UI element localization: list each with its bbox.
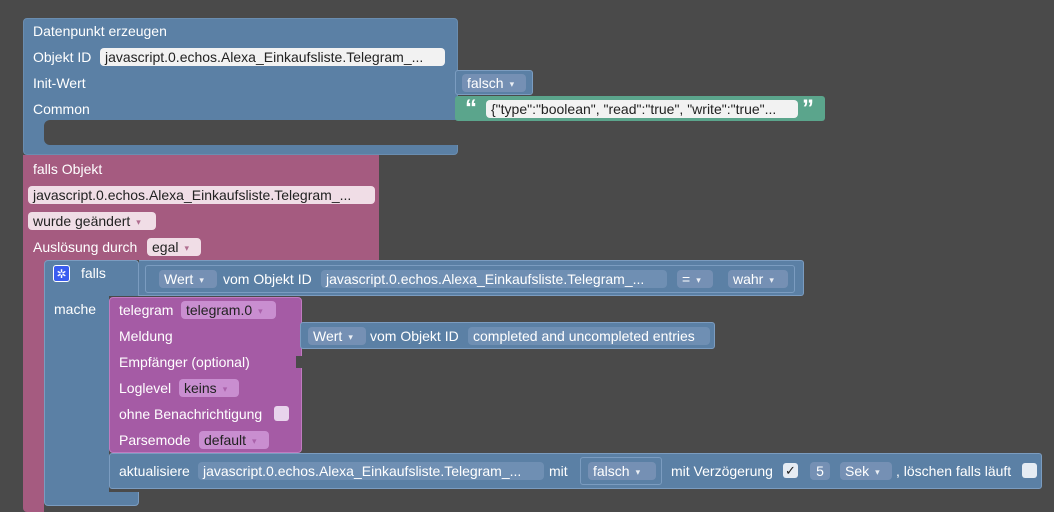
trigger-by-label: Auslösung durch [33, 239, 138, 255]
parsemode-dropdown[interactable]: default ▾ [199, 431, 269, 449]
chevron-down-icon: ▾ [875, 467, 880, 477]
init-value-text: falsch [467, 75, 504, 91]
message-from-label: vom Objekt ID [370, 328, 459, 344]
delay-checkbox[interactable]: ✓ [783, 463, 798, 478]
message-object-id-field[interactable]: completed and uncompleted entries [468, 327, 710, 345]
open-quote-icon: “ [465, 95, 477, 122]
update-object-id-field[interactable]: javascript.0.echos.Alexa_Einkaufsliste.T… [198, 462, 544, 480]
if-label: falls [81, 265, 106, 281]
trigger-by-text: egal [152, 239, 179, 255]
loglevel-dropdown[interactable]: keins ▾ [179, 379, 239, 397]
create-state-title: Datenpunkt erzeugen [33, 23, 167, 39]
delay-amount-field[interactable]: 5 [810, 462, 830, 480]
chevron-down-icon: ▾ [509, 79, 515, 89]
parsemode-text: default [204, 432, 247, 448]
chevron-down-icon: ▾ [136, 217, 141, 227]
chevron-down-icon: ▾ [252, 436, 257, 446]
object-id-label: Objekt ID [33, 49, 92, 65]
chevron-down-icon: ▾ [348, 332, 353, 342]
delay-unit-text: Sek [845, 463, 870, 479]
common-text-field[interactable]: {"type":"boolean", "read":"true", "write… [486, 100, 798, 118]
trigger-condition-text: wurde geändert [33, 213, 131, 229]
telegram-block[interactable] [109, 297, 302, 453]
operator-dropdown[interactable]: =▾ [677, 270, 713, 288]
message-value-type-dropdown[interactable]: Wert ▾ [308, 327, 366, 345]
clear-running-checkbox[interactable] [1022, 463, 1037, 478]
clear-running-label: , löschen falls läuft [896, 463, 1012, 479]
trigger-by-dropdown[interactable]: egal ▾ [147, 238, 201, 256]
common-label: Common [33, 101, 90, 117]
message-label: Meldung [119, 328, 173, 344]
from-object-label: vom Objekt ID [223, 271, 312, 287]
trigger-object-id-field[interactable]: javascript.0.echos.Alexa_Einkaufsliste.T… [28, 186, 375, 204]
chevron-down-icon: ▾ [769, 275, 774, 285]
value-type-text: Wert [164, 271, 194, 287]
operator-text: = [682, 271, 691, 287]
close-quote-icon: ” [802, 95, 814, 122]
chevron-down-icon: ▾ [222, 384, 228, 394]
chevron-down-icon: ▾ [696, 275, 701, 285]
message-value-type-text: Wert [313, 328, 343, 344]
loglevel-text: keins [184, 380, 217, 396]
update-with-label: mit [549, 463, 568, 479]
object-id-field[interactable]: javascript.0.echos.Alexa_Einkaufsliste.T… [100, 48, 445, 66]
do-label: mache [54, 301, 97, 317]
init-value-label: Init-Wert [33, 75, 86, 91]
gear-icon[interactable]: ✲ [53, 265, 70, 282]
loglevel-label: Loglevel [119, 380, 172, 396]
update-value-dropdown[interactable]: falsch ▾ [588, 462, 656, 480]
silent-label: ohne Benachrichtigung [119, 406, 263, 422]
chevron-down-icon: ▾ [635, 467, 641, 477]
silent-checkbox[interactable] [274, 406, 289, 421]
init-value-dropdown[interactable]: falsch ▾ [462, 74, 526, 92]
compare-value-dropdown[interactable]: wahr ▾ [728, 270, 788, 288]
chevron-down-icon: ▾ [184, 243, 189, 253]
chevron-down-icon: ▾ [199, 275, 204, 285]
create-state-statement-slot [44, 120, 458, 145]
value-type-dropdown[interactable]: Wert ▾ [159, 270, 217, 288]
telegram-instance-dropdown[interactable]: telegram.0 ▾ [181, 301, 276, 319]
trigger-title: falls Objekt [33, 161, 103, 177]
recipient-input-socket[interactable] [296, 356, 303, 368]
telegram-instance-text: telegram.0 [186, 302, 253, 318]
delay-label: mit Verzögerung [671, 463, 773, 479]
recipient-label: Empfänger (optional) [119, 354, 250, 370]
if-object-id-field[interactable]: javascript.0.echos.Alexa_Einkaufsliste.T… [321, 270, 667, 288]
parsemode-label: Parsemode [119, 432, 191, 448]
telegram-title: telegram [119, 302, 174, 318]
trigger-condition-dropdown[interactable]: wurde geändert ▾ [28, 212, 156, 230]
delay-unit-dropdown[interactable]: Sek ▾ [840, 462, 892, 480]
chevron-down-icon: ▾ [258, 306, 263, 316]
update-value-text: falsch [593, 463, 630, 479]
compare-value-text: wahr [733, 271, 764, 287]
update-label: aktualisiere [119, 463, 190, 479]
